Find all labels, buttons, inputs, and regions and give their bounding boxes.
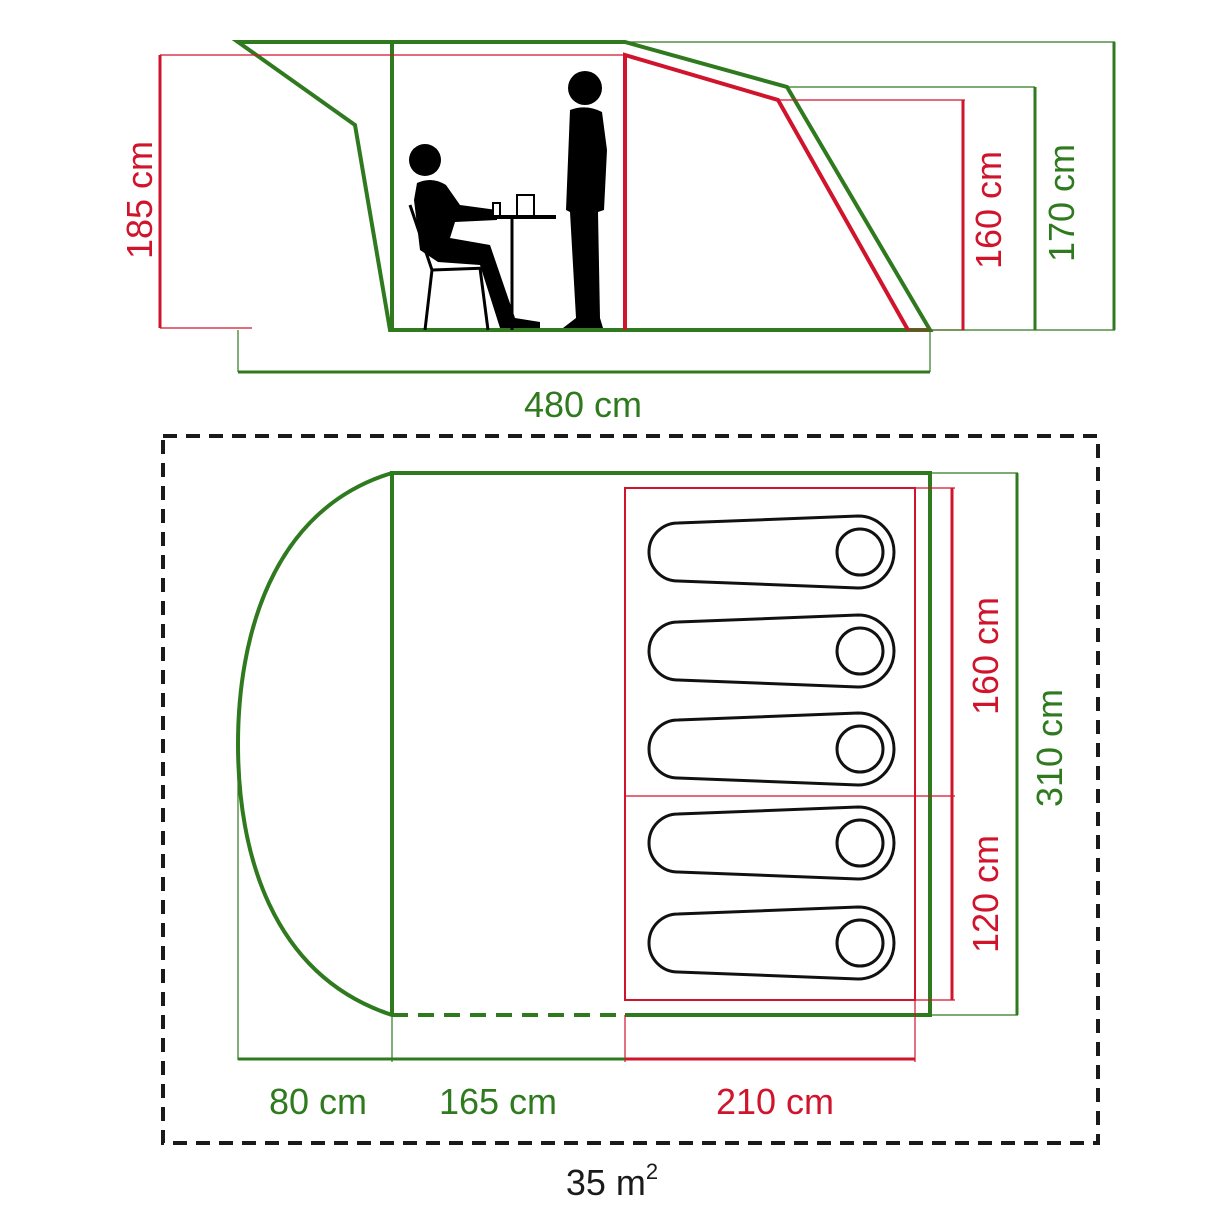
bedroom-depth-160-label: 160 cm	[965, 597, 1006, 715]
area-unit-superscript: 2	[646, 1159, 658, 1184]
sleeping-bag-2	[647, 613, 896, 689]
length-480-label: 480 cm	[524, 384, 642, 425]
floor-plan: 160 cm 120 cm 310 cm 80 cm 165 cm 210 cm…	[161, 434, 1100, 1203]
width-310-label: 310 cm	[1029, 689, 1070, 807]
area-value: 35 m	[566, 1162, 646, 1203]
sleeping-bag-4	[647, 805, 896, 881]
porch-outline	[235, 471, 393, 1017]
side-view: 185 cm 160 cm 170 cm 480 cm	[119, 40, 1116, 425]
height-170-label: 170 cm	[1041, 144, 1082, 262]
porch-80-label: 80 cm	[269, 1081, 367, 1122]
height-160-label: 160 cm	[968, 151, 1009, 269]
living-165-label: 165 cm	[439, 1081, 557, 1122]
sleeping-bag-1	[647, 514, 896, 590]
standing-person-icon	[563, 71, 607, 328]
sleeping-bag-5	[647, 905, 896, 981]
area-label: 35 m2	[566, 1159, 658, 1203]
bedroom-210-label: 210 cm	[716, 1081, 834, 1122]
height-185-label: 185 cm	[119, 141, 160, 259]
bedroom-depth-120-label: 120 cm	[965, 835, 1006, 953]
inner-tent-profile	[623, 52, 910, 331]
bedroom-outline	[624, 487, 916, 1001]
seated-person-icon	[408, 144, 556, 331]
footprint-outline	[161, 434, 1100, 1145]
sleeping-bag-3	[647, 711, 896, 787]
